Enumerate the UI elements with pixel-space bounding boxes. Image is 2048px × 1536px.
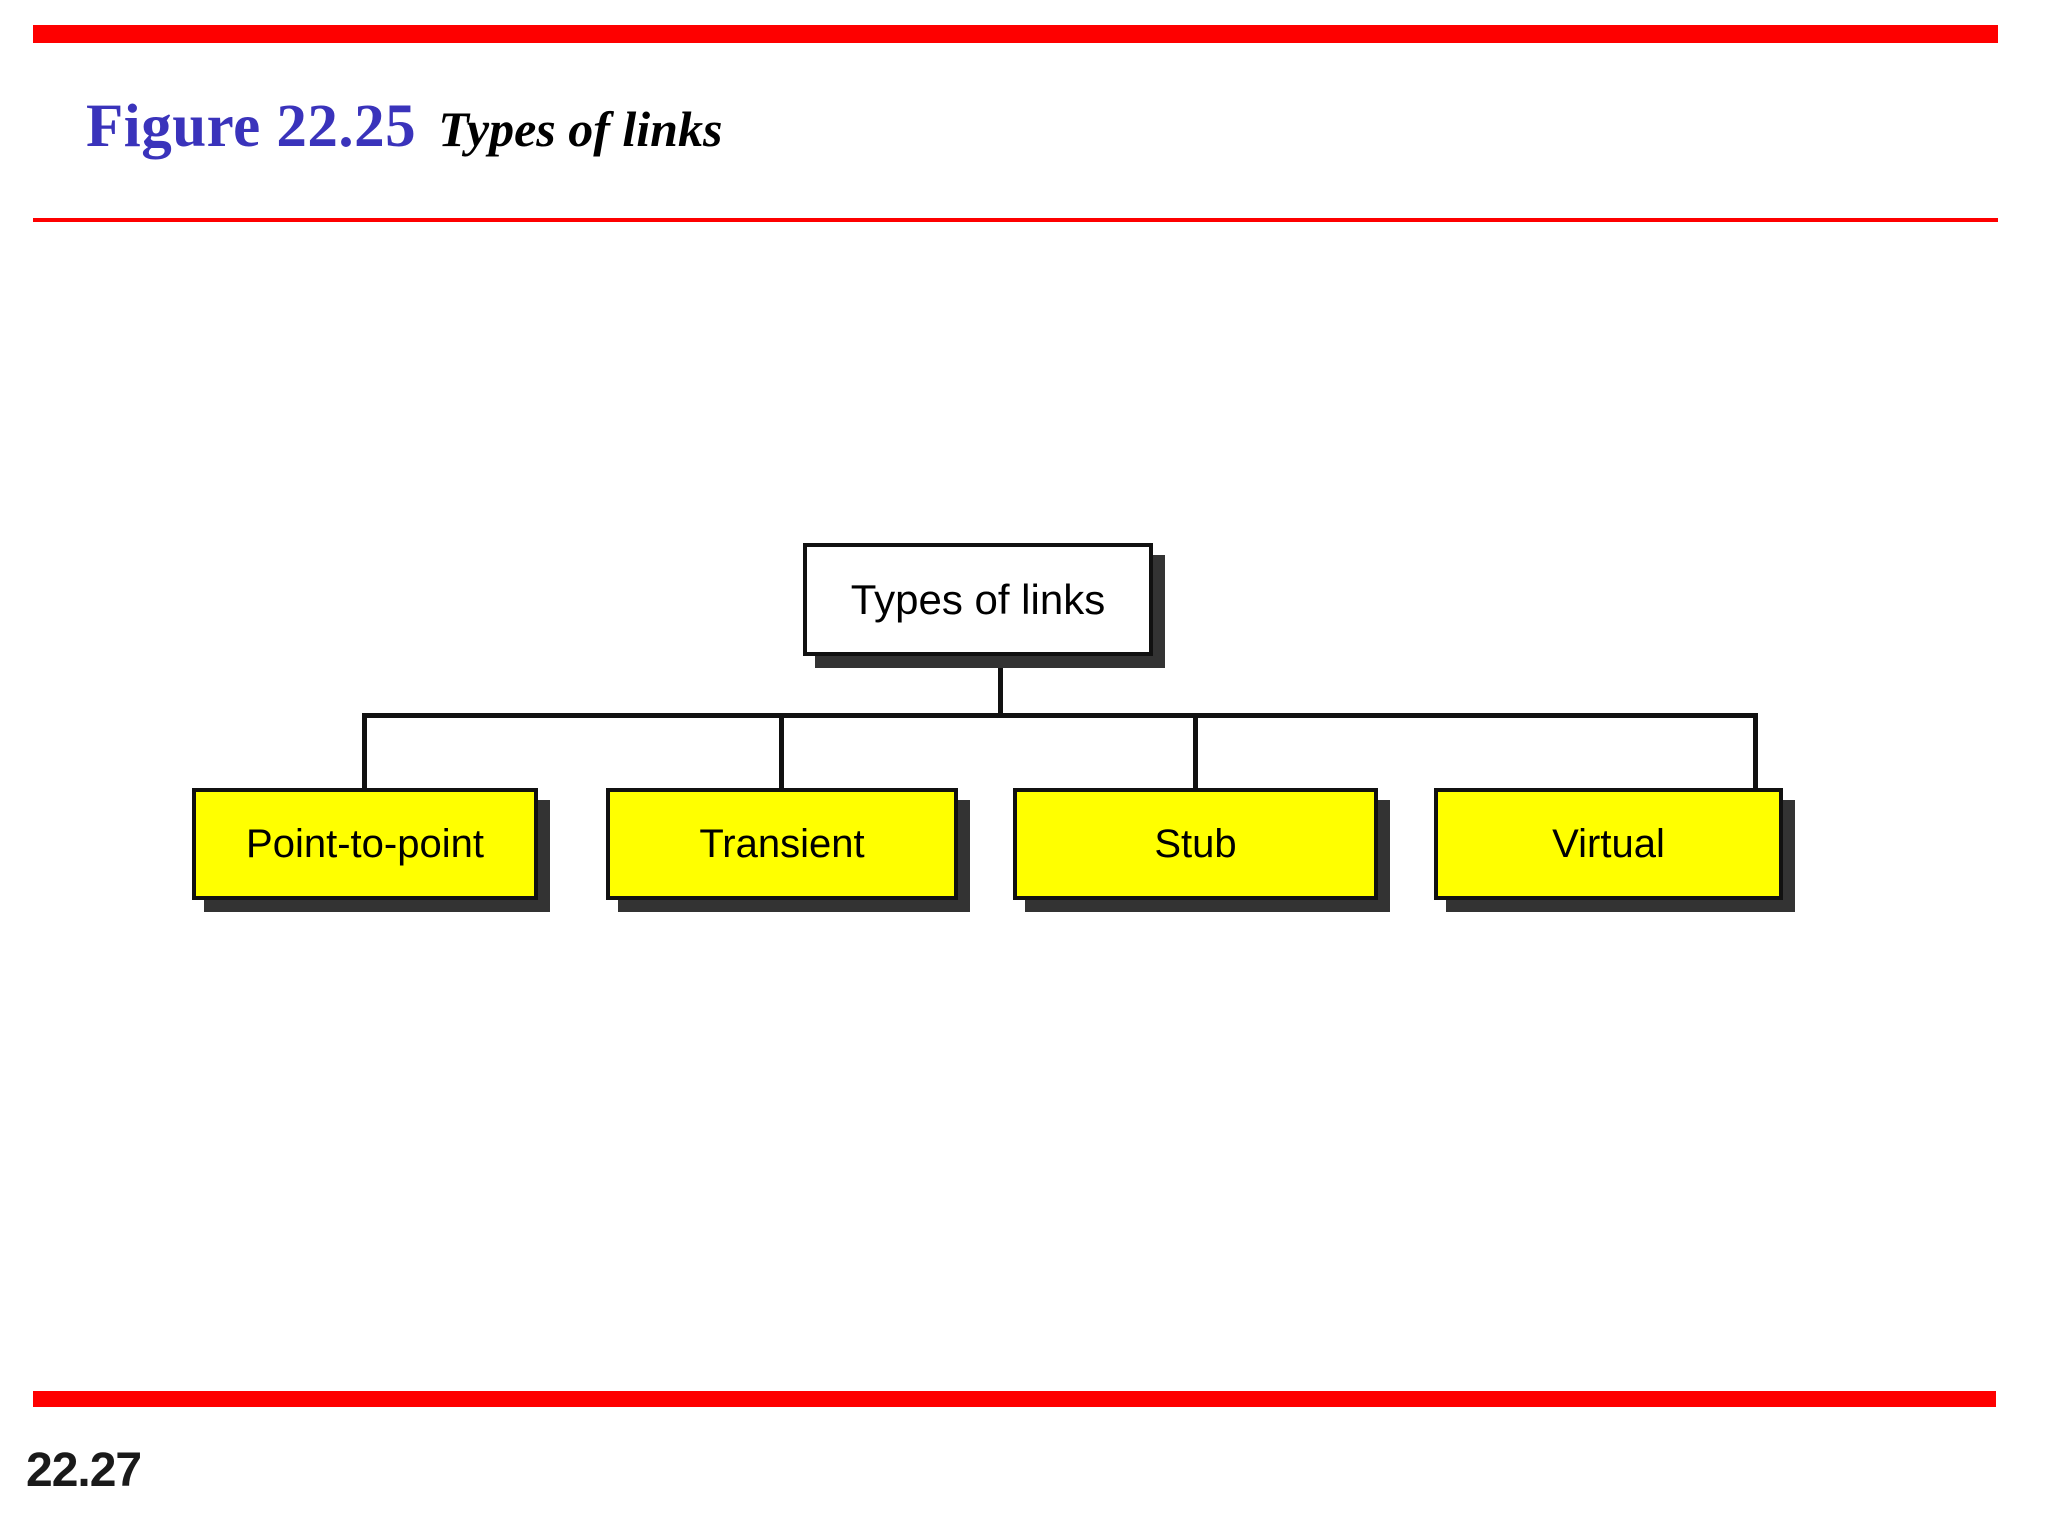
node-label: Types of links <box>850 575 1106 623</box>
node-stub[interactable]: Stub <box>1013 788 1378 900</box>
node-label: Point-to-point <box>246 822 484 866</box>
connector-drop-virtual <box>1753 713 1758 790</box>
top-red-rule <box>33 25 1998 43</box>
header-divider-rule <box>33 218 1998 222</box>
figure-label: Figure 22.25 <box>86 93 417 160</box>
connector-drop-stub <box>1193 713 1198 790</box>
node-label: Stub <box>1154 822 1237 866</box>
bottom-red-rule <box>33 1391 1996 1407</box>
connector-drop-transient <box>779 713 784 790</box>
page-title: Figure 22.25 Types of links <box>86 96 722 157</box>
page-number: 22.27 <box>26 1444 142 1497</box>
node-virtual[interactable]: Virtual <box>1434 788 1783 900</box>
node-point-to-point[interactable]: Point-to-point <box>192 788 538 900</box>
figure-caption: Types of links <box>438 101 723 157</box>
node-types-of-links[interactable]: Types of links <box>803 543 1153 656</box>
connector-root-stem <box>998 652 1003 718</box>
node-transient[interactable]: Transient <box>606 788 958 900</box>
node-label: Transient <box>699 822 865 866</box>
connector-horizontal-bus <box>362 713 1758 718</box>
connector-drop-point-to-point <box>362 713 367 790</box>
node-label: Virtual <box>1552 822 1665 866</box>
